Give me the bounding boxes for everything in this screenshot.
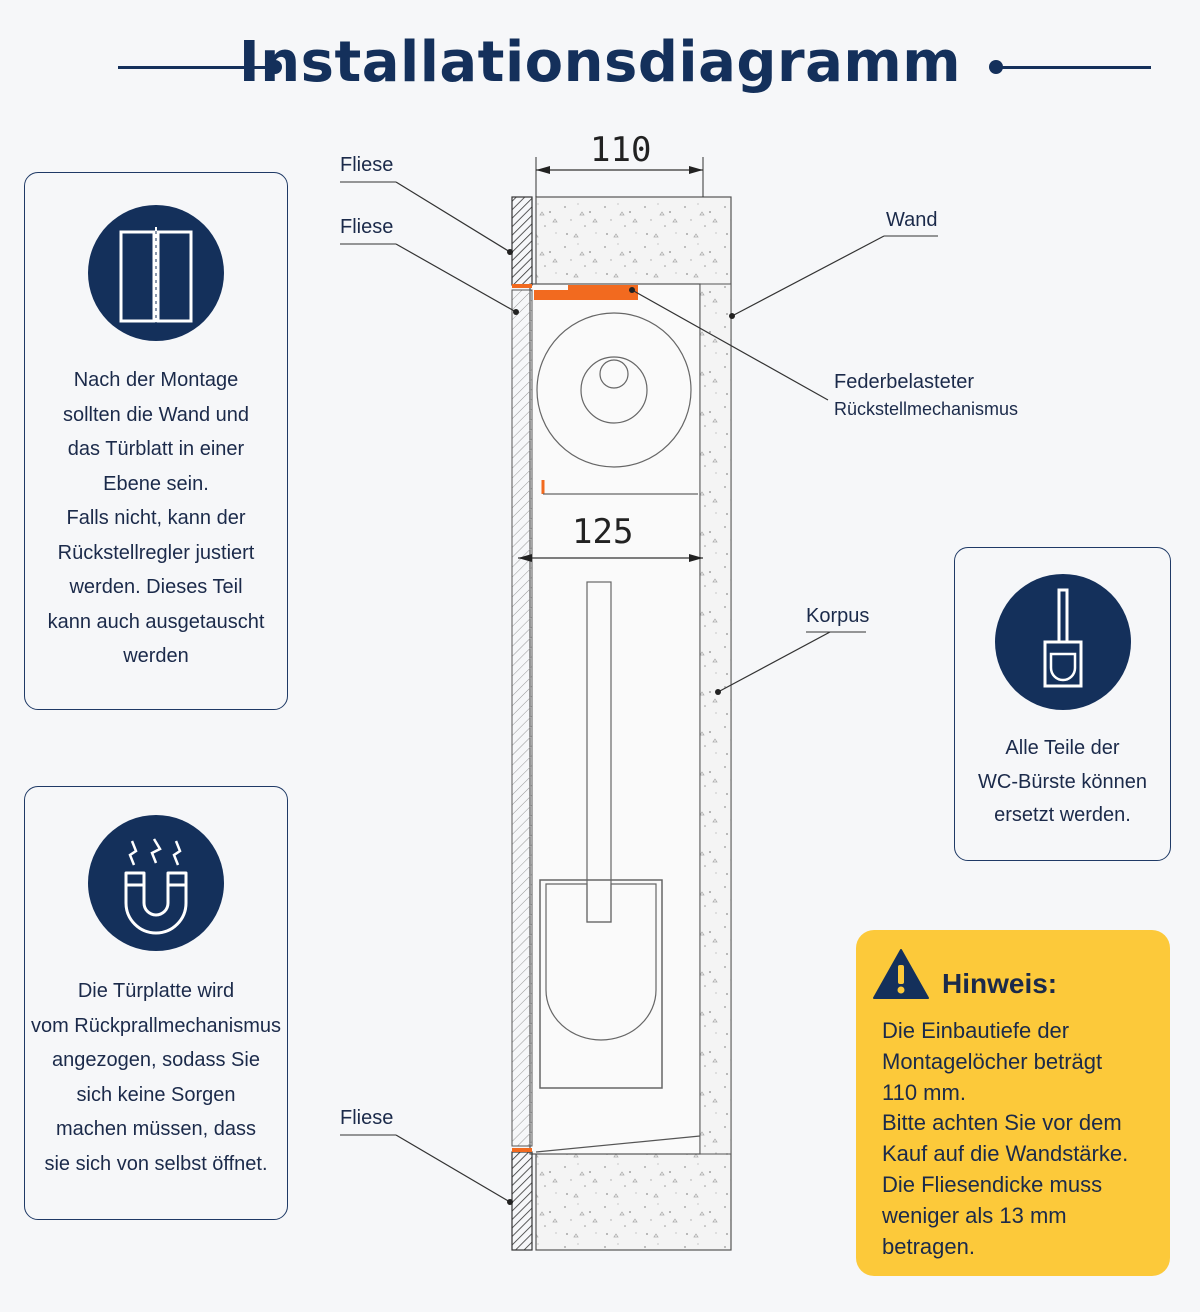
title-rule-left: [118, 66, 276, 69]
tile-bottom: [511, 1151, 533, 1251]
title-dot-left: [268, 60, 282, 74]
paper-roll: [536, 312, 692, 468]
warning-icon: [873, 949, 929, 999]
card-text-flush: Nach der Montage sollten die Wand und da…: [47, 369, 265, 667]
dimension-width: 125: [572, 512, 634, 552]
door-panel: [511, 289, 533, 1147]
label-mechanism-1: Federbelasteter: [834, 371, 975, 393]
card-text-brush: Alle Teile der WC-Bürste können ersetzt …: [978, 737, 1147, 826]
dimension-depth: 110: [590, 130, 652, 170]
info-card-flush: Nach der Montage sollten die Wand und da…: [24, 172, 288, 710]
label-tile-top-2: Fliese: [340, 216, 394, 238]
label-tile-bottom: Fliese: [340, 1107, 394, 1129]
label-wall: Wand: [886, 209, 938, 231]
header: Installationsdiagramm: [0, 22, 1200, 112]
note-title: Hinweis:: [942, 968, 1058, 999]
title-rule-right: [996, 66, 1151, 69]
info-card-magnet: Die Türplatte wird vom Rückprallmechanis…: [24, 786, 288, 1220]
card-text-magnet: Die Türplatte wird vom Rückprallmechanis…: [30, 980, 282, 1175]
page-title: Installationsdiagramm: [238, 30, 962, 95]
door-panels-icon: [88, 205, 224, 341]
label-tile-top-1: Fliese: [340, 154, 394, 176]
brush-holder: [539, 879, 663, 1089]
magnet-icon: [88, 815, 224, 951]
toilet-brush-icon: [995, 574, 1131, 710]
label-mechanism-2: Rückstellmechanismus: [834, 399, 1019, 419]
brush-handle: [586, 581, 612, 923]
note-box: Hinweis: Die Einbautiefe der Montagelöch…: [856, 930, 1170, 1276]
label-body: Korpus: [806, 605, 870, 627]
tile-top: [511, 196, 533, 286]
note-body: Die Einbautiefe der Montagelöcher beträg…: [882, 1018, 1129, 1259]
info-card-brush: Alle Teile der WC-Bürste können ersetzt …: [954, 547, 1171, 861]
